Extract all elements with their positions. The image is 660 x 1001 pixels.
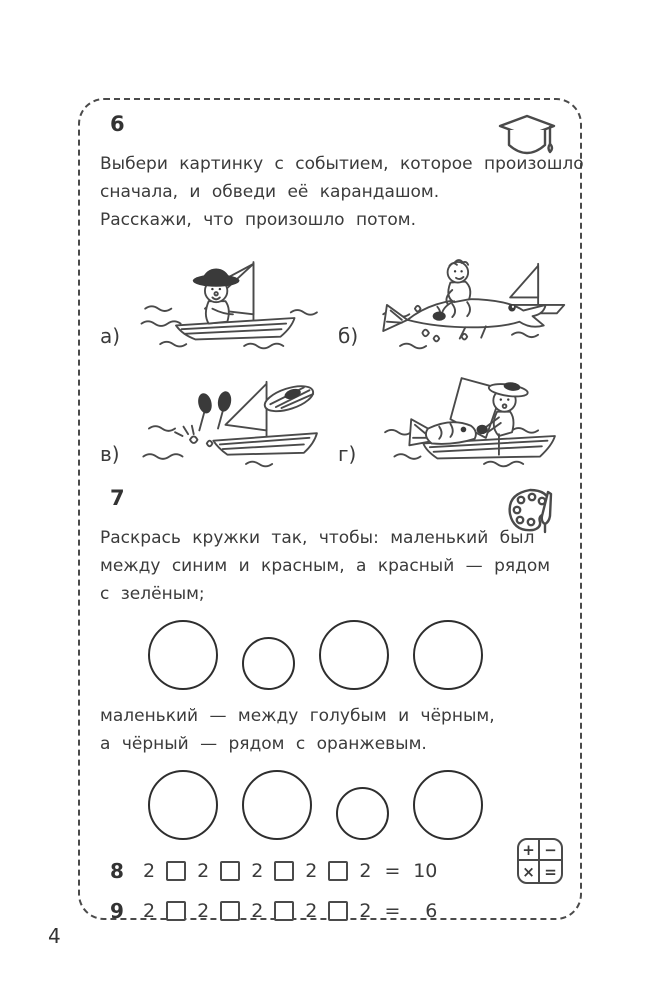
task6-number: 6 [110, 112, 125, 136]
circle-2-small[interactable] [242, 637, 295, 690]
picture-a-illustration [140, 261, 318, 350]
picture-a-label: а) [100, 324, 121, 348]
task9-equals-sign: = [384, 900, 401, 922]
task7-line-4: маленький — между голубым и чёрным, [100, 706, 495, 726]
math-operations-icon: + − × = [517, 838, 563, 884]
circle-5-large[interactable] [148, 770, 218, 840]
task7-instruction-2: маленький — между голубым и чёрным, а чё… [100, 702, 560, 758]
task8-operator-box-4[interactable] [328, 861, 349, 881]
picture-g-illustration [384, 377, 556, 468]
page-number: 4 [48, 924, 61, 948]
circle-8-large[interactable] [413, 770, 483, 840]
circle-3-large[interactable] [319, 620, 389, 690]
circle-6-large[interactable] [242, 770, 312, 840]
task7-number: 7 [110, 486, 125, 510]
task7-line-3: с зелёным; [100, 584, 205, 604]
task8-term-4: 2 [305, 860, 318, 882]
task8-operator-box-3[interactable] [274, 861, 295, 881]
task6-header: 6 [100, 112, 560, 155]
task9-term-2: 2 [197, 900, 210, 922]
task8-number: 8 [110, 859, 124, 883]
task7-instruction-1: Раскрась кружки так, чтобы: маленький бы… [100, 524, 560, 608]
circles-row-2 [148, 766, 560, 840]
task9-operator-box-1[interactable] [166, 901, 187, 921]
palette-icon [506, 486, 558, 536]
task6-line-1: Выбери картинку с событием, которое прои… [100, 154, 584, 174]
task9-operator-box-2[interactable] [220, 901, 241, 921]
graduation-cap-icon [496, 112, 558, 164]
picture-a-boy-sailing[interactable]: а) [100, 240, 330, 358]
circle-1-large[interactable] [148, 620, 218, 690]
picture-g-label: г) [338, 442, 357, 466]
task6-instruction: Выбери картинку с событием, которое прои… [100, 150, 584, 234]
task9-number: 9 [110, 899, 124, 923]
task8-equation: 8 2 2 2 2 2 = 10 [100, 858, 560, 884]
task7-header: 7 [100, 486, 560, 534]
picture-b-label: б) [338, 324, 359, 348]
task8-equals-sign: = [384, 860, 401, 882]
task8-term-3: 2 [251, 860, 264, 882]
task6-line-3: Расскажи, что произошло потом. [100, 210, 417, 230]
task9-equation: 9 2 2 2 2 2 = 6 [100, 898, 560, 924]
task6-pictures: а) [100, 240, 566, 476]
task8-result: 10 [413, 860, 438, 882]
task7-line-1: Раскрась кружки так, чтобы: маленький бы… [100, 528, 535, 548]
picture-b-illustration [382, 259, 566, 350]
plus-icon: + [519, 840, 540, 861]
circles-row-1 [148, 616, 560, 690]
worksheet-frame: 6 Выбери картинку с событием, которое пр… [78, 98, 584, 923]
task8-operator-box-2[interactable] [220, 861, 241, 881]
task9-term-3: 2 [251, 900, 264, 922]
task7-line-5: а чёрный — рядом с оранжевым. [100, 734, 427, 754]
task9-operator-box-3[interactable] [274, 901, 295, 921]
task8-operator-box-1[interactable] [166, 861, 187, 881]
picture-b-boy-riding-fish[interactable]: б) [338, 240, 568, 358]
task9-result: 6 [425, 900, 438, 922]
picture-v-illustration [142, 380, 318, 468]
picture-g-boy-with-fish-in-boat[interactable]: г) [338, 358, 568, 476]
task9-term-1: 2 [143, 900, 156, 922]
minus-icon: − [540, 840, 561, 861]
multiply-icon: × [519, 861, 540, 882]
equals-icon: = [544, 862, 557, 881]
task9-operator-box-4[interactable] [328, 901, 349, 921]
circle-4-large[interactable] [413, 620, 483, 690]
task6-line-2: сначала, и обведи её карандашом. [100, 182, 440, 202]
circle-7-small[interactable] [336, 787, 389, 840]
task8-term-2: 2 [197, 860, 210, 882]
task9-term-4: 2 [305, 900, 318, 922]
task8-term-5: 2 [359, 860, 372, 882]
task8-term-1: 2 [143, 860, 156, 882]
picture-v-boy-overboard[interactable]: в) [100, 358, 330, 476]
picture-v-label: в) [100, 442, 120, 466]
task9-term-5: 2 [359, 900, 372, 922]
task7-line-2: между синим и красным, а красный — рядом [100, 556, 551, 576]
